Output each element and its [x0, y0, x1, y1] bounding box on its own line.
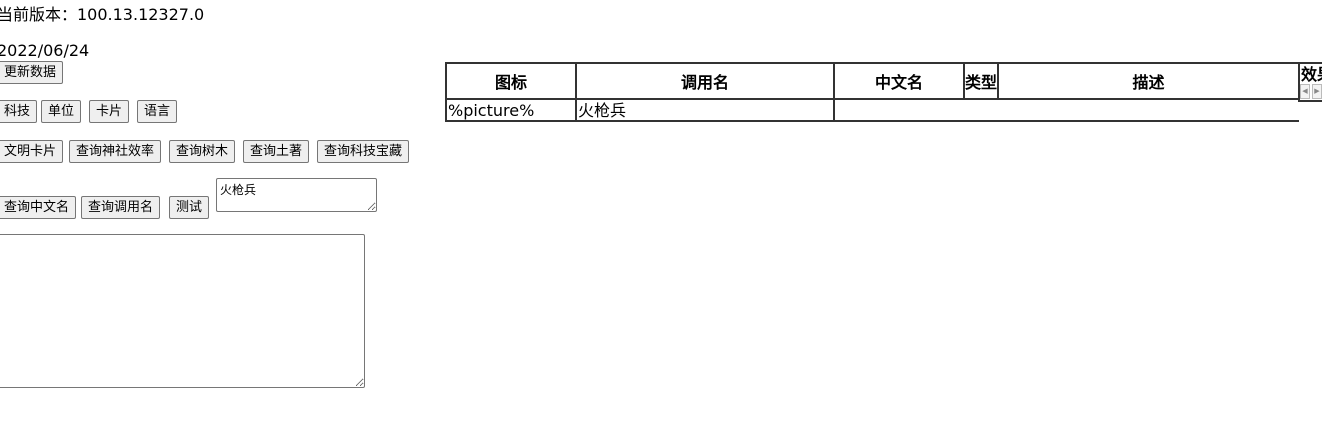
- query-call-name-button[interactable]: 查询调用名: [81, 196, 161, 219]
- update-data-button[interactable]: 更新数据: [0, 61, 64, 84]
- table-row: %picture% 火枪兵: [445, 98, 1299, 122]
- cell-description: [998, 98, 1299, 122]
- shrine-efficiency-button[interactable]: 查询神社效率: [69, 140, 162, 163]
- column-header-cn-name: 中文名: [833, 62, 965, 100]
- scroll-right-icon[interactable]: ▶: [1312, 84, 1322, 99]
- cell-call-name: 火枪兵: [575, 98, 835, 122]
- search-input[interactable]: [216, 178, 377, 212]
- cell-type: [964, 98, 998, 122]
- natives-button[interactable]: 查询土著: [243, 140, 310, 163]
- test-button[interactable]: 测试: [169, 196, 210, 219]
- output-textarea[interactable]: [0, 234, 365, 388]
- table-header-row: 图标 调用名 中文名 类型 描述: [445, 62, 1300, 100]
- date-label: 2022/06/24: [0, 41, 90, 60]
- version-label: 当前版本：100.13.12327.0: [0, 5, 205, 24]
- column-header-description: 描述: [997, 62, 1300, 100]
- cell-icon: %picture%: [445, 98, 577, 122]
- unit-button[interactable]: 单位: [41, 100, 82, 123]
- civ-card-button[interactable]: 文明卡片: [0, 140, 64, 163]
- column-header-icon: 图标: [445, 62, 577, 100]
- trees-button[interactable]: 查询树木: [169, 140, 236, 163]
- tech-button[interactable]: 科技: [0, 100, 38, 123]
- column-header-call-name: 调用名: [575, 62, 835, 100]
- query-cn-name-button[interactable]: 查询中文名: [0, 196, 77, 219]
- cell-cn-name: [834, 98, 964, 122]
- result-table: 图标 调用名 中文名 类型 描述 %picture% 火枪兵: [445, 62, 1300, 122]
- column-header-type: 类型: [963, 62, 999, 100]
- column-header-effect: 效果: [1298, 62, 1322, 102]
- tech-treasure-button[interactable]: 查询科技宝藏: [317, 140, 410, 163]
- scroll-left-icon[interactable]: ◀: [1300, 84, 1310, 99]
- card-button[interactable]: 卡片: [89, 100, 130, 123]
- horizontal-scroll-control[interactable]: ◀ ▶: [1300, 84, 1322, 99]
- language-button[interactable]: 语言: [137, 100, 178, 123]
